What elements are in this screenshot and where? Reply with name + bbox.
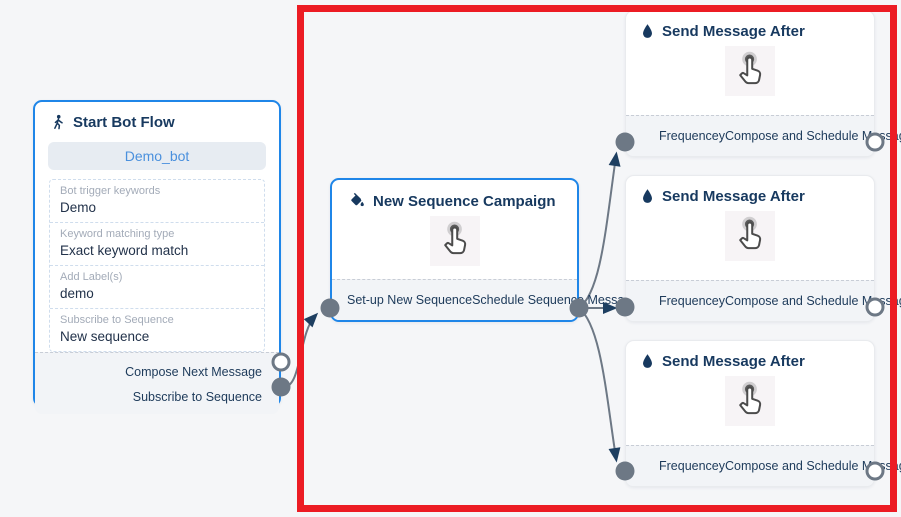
send-node-header: Send Message After bbox=[626, 176, 874, 209]
send-input-label[interactable]: Frequencey bbox=[659, 459, 726, 473]
tap-hand-icon[interactable] bbox=[725, 376, 775, 426]
campaign-output-label[interactable]: Schedule Sequence Message bbox=[472, 293, 639, 307]
send-node-footer: Frequencey Compose and Schedule Message bbox=[626, 280, 901, 321]
send-node-header: Send Message After bbox=[626, 341, 874, 374]
send-message-after-node-3[interactable]: Send Message After Frequencey Compose an… bbox=[625, 340, 901, 487]
output-subscribe-to-sequence[interactable]: Subscribe to Sequence bbox=[132, 390, 262, 404]
field-bot-trigger-keywords[interactable]: Bot trigger keywords Demo bbox=[50, 180, 264, 222]
start-node-header: Start Bot Flow bbox=[35, 102, 279, 135]
send-message-after-node-1[interactable]: Send Message After Frequencey Compose an… bbox=[625, 10, 901, 157]
port-compose-schedule-2[interactable] bbox=[865, 297, 885, 317]
field-label: Bot trigger keywords bbox=[60, 185, 161, 197]
send-input-label[interactable]: Frequencey bbox=[659, 129, 726, 143]
send-node-footer: Frequencey Compose and Schedule Message bbox=[626, 445, 901, 486]
new-sequence-campaign-node[interactable]: New Sequence Campaign Set-up New Sequenc… bbox=[330, 178, 638, 322]
campaign-input-label[interactable]: Set-up New Sequence bbox=[347, 293, 473, 307]
send-node-header: Send Message After bbox=[626, 11, 874, 44]
field-value: demo bbox=[60, 286, 94, 301]
field-label: Keyword matching type bbox=[60, 228, 175, 240]
water-drop-icon bbox=[641, 23, 654, 40]
port-setup-new-sequence[interactable] bbox=[320, 298, 340, 318]
port-frequency-3[interactable] bbox=[615, 461, 635, 481]
start-node-footer: Compose Next Message Subscribe to Sequen… bbox=[35, 352, 279, 414]
wire-subscribe-to-setup bbox=[280, 312, 319, 389]
port-frequency-1[interactable] bbox=[615, 132, 635, 152]
port-frequency-2[interactable] bbox=[615, 297, 635, 317]
tap-hand-icon[interactable] bbox=[725, 211, 775, 261]
send-node-footer: Frequencey Compose and Schedule Message bbox=[626, 115, 901, 156]
water-drop-icon bbox=[641, 353, 654, 370]
water-drop-icon bbox=[641, 188, 654, 205]
walking-person-icon bbox=[50, 114, 65, 131]
port-compose-next-message[interactable] bbox=[271, 352, 291, 372]
campaign-node-title: New Sequence Campaign bbox=[373, 192, 556, 210]
send-output-label[interactable]: Compose and Schedule Message bbox=[725, 129, 901, 143]
wire-schedule-to-frequency-3 bbox=[578, 307, 621, 463]
paint-bucket-icon bbox=[347, 192, 365, 210]
start-node-title: Start Bot Flow bbox=[73, 114, 175, 131]
send-message-after-node-2[interactable]: Send Message After Frequencey Compose an… bbox=[625, 175, 901, 322]
port-compose-schedule-1[interactable] bbox=[865, 132, 885, 152]
send-node-title: Send Message After bbox=[662, 23, 805, 40]
field-add-labels[interactable]: Add Label(s) demo bbox=[50, 265, 264, 308]
start-node-fields: Bot trigger keywords Demo Keyword matchi… bbox=[49, 179, 265, 352]
field-keyword-matching-type[interactable]: Keyword matching type Exact keyword matc… bbox=[50, 222, 264, 265]
send-output-label[interactable]: Compose and Schedule Message bbox=[725, 459, 901, 473]
port-subscribe-to-sequence[interactable] bbox=[271, 377, 291, 397]
wire-schedule-to-frequency-1 bbox=[578, 151, 621, 309]
field-value: Exact keyword match bbox=[60, 243, 189, 258]
port-compose-schedule-3[interactable] bbox=[865, 461, 885, 481]
field-label: Subscribe to Sequence bbox=[60, 314, 174, 326]
send-node-title: Send Message After bbox=[662, 188, 805, 205]
bot-name-button[interactable]: Demo_bot bbox=[48, 142, 266, 170]
output-compose-next-message[interactable]: Compose Next Message bbox=[125, 365, 262, 379]
campaign-node-footer: Set-up New Sequence Schedule Sequence Me… bbox=[332, 279, 638, 320]
start-bot-flow-node[interactable]: Start Bot Flow Demo_bot Bot trigger keyw… bbox=[33, 100, 281, 414]
send-node-title: Send Message After bbox=[662, 353, 805, 370]
field-label: Add Label(s) bbox=[60, 271, 123, 283]
tap-hand-icon[interactable] bbox=[725, 46, 775, 96]
port-schedule-sequence-message[interactable] bbox=[569, 298, 589, 318]
field-subscribe-to-sequence[interactable]: Subscribe to Sequence New sequence bbox=[50, 308, 264, 351]
tap-hand-icon[interactable] bbox=[429, 216, 480, 266]
send-input-label[interactable]: Frequencey bbox=[659, 294, 726, 308]
campaign-node-header: New Sequence Campaign bbox=[332, 180, 577, 214]
send-output-label[interactable]: Compose and Schedule Message bbox=[725, 294, 901, 308]
field-value: Demo bbox=[60, 200, 97, 215]
field-value: New sequence bbox=[60, 329, 150, 344]
